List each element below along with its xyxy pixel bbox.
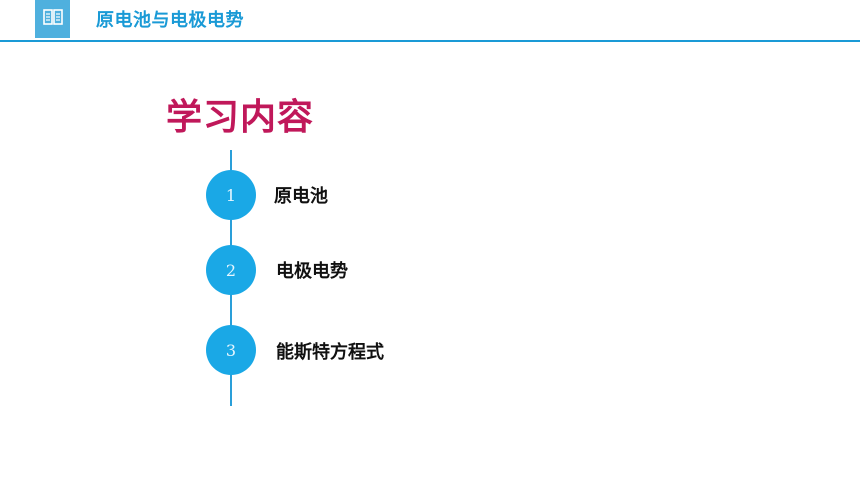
step-1-label: 原电池 xyxy=(274,186,328,207)
section-title: 学习内容 xyxy=(166,97,315,138)
step-2-number: 2 xyxy=(225,260,237,280)
header-title: 原电池与电极电势 xyxy=(96,10,244,31)
header-divider xyxy=(0,40,860,42)
step-3-number: 3 xyxy=(225,340,237,360)
book-icon xyxy=(42,9,63,29)
step-2-circle: 2 xyxy=(206,245,256,295)
step-1-number: 1 xyxy=(225,185,237,205)
step-3-circle: 3 xyxy=(206,325,256,375)
step-3-label: 能斯特方程式 xyxy=(276,342,384,363)
step-1-circle: 1 xyxy=(206,170,256,220)
header-icon-box xyxy=(35,0,70,38)
step-2-label: 电极电势 xyxy=(276,261,348,282)
